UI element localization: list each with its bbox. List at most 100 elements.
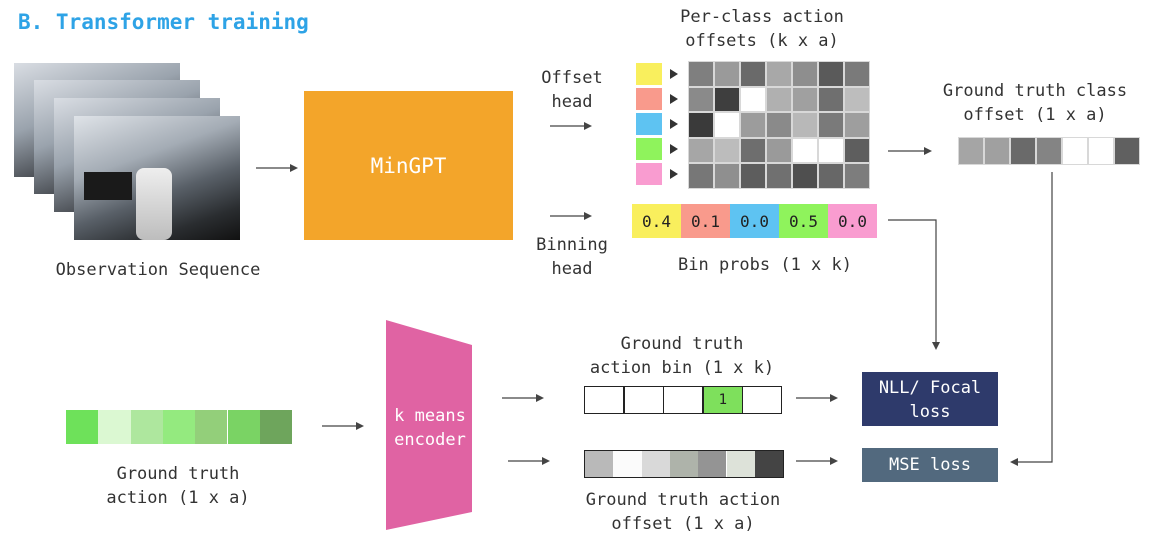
- offset-matrix-cell: [792, 86, 818, 113]
- offset-matrix-cell: [740, 112, 766, 138]
- offset-matrix-cell: [792, 163, 818, 189]
- gt-action-bin-cell: [584, 386, 624, 414]
- offset-matrix-cell: [740, 163, 766, 189]
- offset-matrix-cell: [740, 137, 766, 164]
- gt-action-offset-cell: [754, 451, 784, 477]
- arrowhead: [536, 394, 544, 402]
- binning-head-label: Binning head: [536, 235, 608, 279]
- gt-action-offset-cell: [641, 451, 670, 477]
- arrowhead: [932, 342, 940, 350]
- offset-matrix-cell: [818, 86, 844, 113]
- gt-class-offset-cell: [1010, 137, 1036, 165]
- arrow-probs-to-nll: [888, 219, 937, 344]
- row-arrow-icon: [670, 94, 678, 104]
- gt-action-bin-label: Ground truth action bin (1 x k): [589, 334, 775, 378]
- offset-matrix-cell: [740, 61, 766, 87]
- bin-prob-cell: 0.0: [828, 204, 877, 238]
- offset-matrix-cell: [688, 137, 714, 164]
- gt-action-label: Ground truth action (1 x a): [106, 464, 250, 508]
- offset-matrix-cell: [714, 112, 740, 138]
- arrowhead: [290, 164, 298, 172]
- row-arrow-icon: [670, 119, 678, 129]
- offset-matrix-cell: [766, 86, 792, 113]
- gt-action-offset-cell: [698, 451, 727, 477]
- gt-action-cell: [98, 410, 131, 444]
- observation-frame: [74, 116, 240, 240]
- gt-action-cell: [195, 410, 228, 444]
- mingpt-block: MinGPT: [304, 91, 513, 240]
- offset-matrix-cell: [714, 86, 740, 113]
- offset-matrix-cell: [818, 137, 844, 164]
- gt-class-offset-label: Ground truth class offset (1 x a): [942, 81, 1128, 125]
- offset-matrix-cell: [792, 137, 818, 164]
- gt-action-offset-cell: [669, 451, 699, 477]
- gt-class-offset-cell: [1062, 137, 1088, 165]
- offset-matrix-cell: [688, 112, 714, 138]
- offset-matrix-cell: [844, 112, 870, 138]
- offset-head-label: Offset head: [541, 68, 603, 112]
- offset-matrix-cell: [818, 163, 844, 189]
- class-color-swatch: [636, 138, 662, 160]
- gt-class-offset-cell: [1088, 137, 1114, 165]
- offset-matrix-cell: [766, 137, 792, 164]
- offset-matrix-cell: [766, 112, 792, 138]
- offset-matrix-cell: [688, 86, 714, 113]
- bin-prob-cell: 0.1: [681, 204, 730, 238]
- kmeans-encoder-label: k means encoder: [394, 406, 466, 450]
- arrowhead: [830, 457, 838, 465]
- offset-matrix-cell: [714, 163, 740, 189]
- gt-action-cell: [162, 410, 196, 444]
- bin-prob-cell: 0.5: [779, 204, 828, 238]
- class-color-swatch: [636, 88, 662, 110]
- offset-matrix-cell: [844, 137, 870, 164]
- arrowhead: [1010, 458, 1018, 466]
- offset-matrix-cell: [844, 163, 870, 189]
- offset-matrix-cell: [766, 61, 792, 87]
- gt-action-bar: [66, 410, 293, 444]
- kmeans-encoder-shape: [386, 320, 472, 530]
- offset-matrix-cell: [714, 137, 740, 164]
- gt-class-offset-cell: [958, 137, 984, 165]
- arrowhead: [542, 457, 550, 465]
- gt-class-offset-cell: [1114, 137, 1140, 165]
- gt-class-offset-bar: [958, 137, 1140, 165]
- bin-prob-cell: 0.4: [632, 204, 681, 238]
- gt-class-offset-cell: [1036, 137, 1062, 165]
- bin-probs-label: Bin probs (1 x k): [678, 255, 852, 275]
- class-color-swatch: [636, 113, 662, 135]
- arrowhead: [830, 394, 838, 402]
- gt-action-offset-cell: [726, 451, 755, 477]
- row-arrow-icon: [670, 144, 678, 154]
- offset-matrix-cell: [688, 163, 714, 189]
- mse-loss-box: MSE loss: [862, 448, 998, 482]
- per-class-offsets-label: Per-class action offsets (k x a): [680, 7, 844, 51]
- class-color-swatch: [636, 163, 662, 185]
- observation-label: Observation Sequence: [55, 260, 261, 280]
- gt-action-bin-cell: [742, 386, 783, 414]
- row-arrow-icon: [670, 69, 678, 79]
- gt-class-offset-cell: [984, 137, 1010, 165]
- arrow-gtclass-to-mse: [1016, 172, 1053, 463]
- gt-action-cell: [66, 410, 99, 444]
- arrowhead: [924, 147, 932, 155]
- gt-action-offset-label: Ground truth action offset (1 x a): [585, 490, 781, 534]
- gt-action-bin-cell: [623, 386, 664, 414]
- offset-matrix-cell: [818, 112, 844, 138]
- robot-arm-image: [136, 168, 172, 240]
- offset-matrix-cell: [844, 61, 870, 87]
- arrowhead: [356, 422, 364, 430]
- offset-matrix-cell: [766, 163, 792, 189]
- gt-action-cell: [130, 410, 163, 444]
- offset-matrix-cell: [818, 61, 844, 87]
- gt-action-offset-cell: [613, 451, 642, 477]
- gt-action-offset-bar: [584, 450, 784, 478]
- gt-action-bin-cell: [663, 386, 704, 414]
- arrowhead: [584, 122, 592, 130]
- offset-matrix-cell: [792, 61, 818, 87]
- offset-matrix-cell: [740, 86, 766, 113]
- nll-focal-loss-box: NLL/ Focal loss: [862, 372, 998, 426]
- gt-action-offset-cell: [585, 451, 614, 477]
- gt-action-cell: [227, 410, 260, 444]
